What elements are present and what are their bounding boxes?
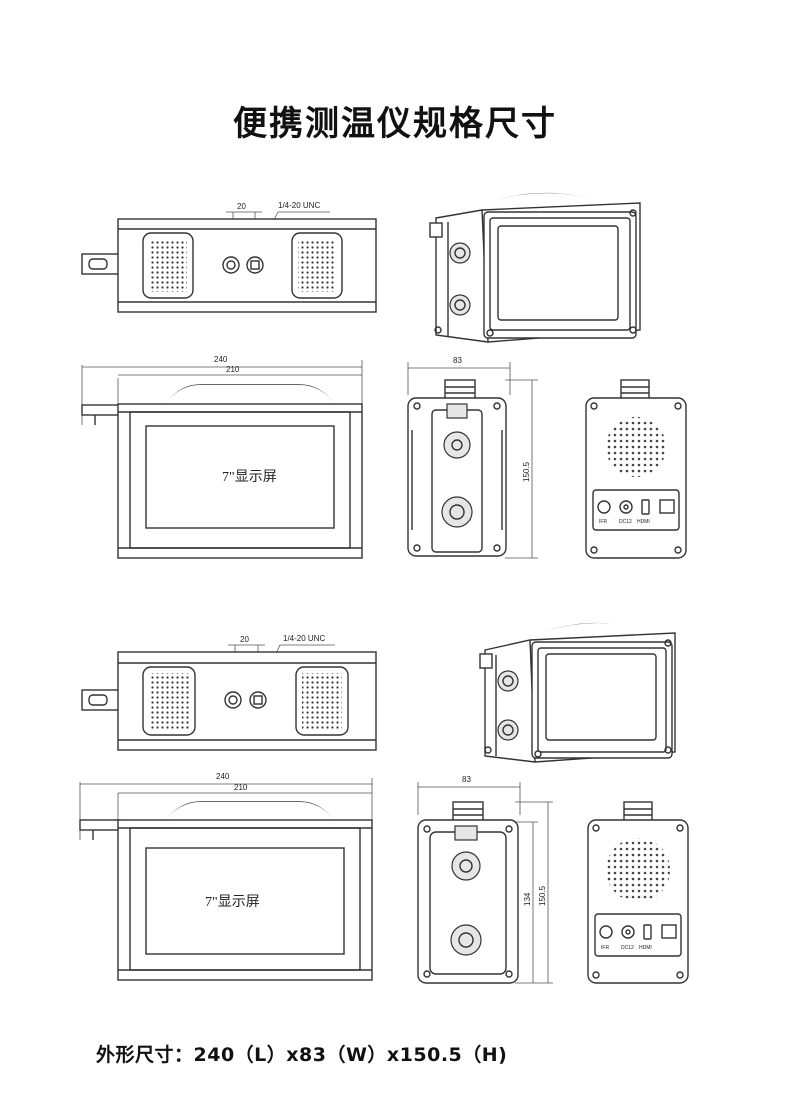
dim-body-length-1: 210 <box>226 365 240 374</box>
screen-label-1: 7"显示屏 <box>222 470 277 485</box>
dim-height-1: 150.5 <box>522 461 531 482</box>
isometric-view-1 <box>429 192 641 343</box>
top-view-2: 20 1/4-20 UNC <box>81 634 377 751</box>
top-view-1: 20 1/4-20 UNC <box>81 201 377 313</box>
dim-width-1: 83 <box>453 356 462 365</box>
dim-thread-1: 1/4-20 UNC <box>278 201 320 210</box>
overall-dimensions-footer: 外形尺寸：240（L）x83（W）x150.5（H) <box>96 1044 508 1066</box>
back-view-1: IFR DC12 HDMI <box>585 379 687 559</box>
port-ifr-1: IFR <box>599 519 607 525</box>
port-ifr-2: IFR <box>601 945 609 951</box>
side-view-1: 83 150.5 <box>407 356 538 559</box>
dim-mount-spacing-2: 20 <box>240 635 249 644</box>
dim-thread-2: 1/4-20 UNC <box>283 634 325 643</box>
front-view-2: 240 210 7"显示屏 <box>79 772 373 981</box>
dim-total-length-2: 240 <box>216 772 230 781</box>
screen-label-2: 7"显示屏 <box>205 895 260 910</box>
dim-body-length-2: 210 <box>234 783 248 792</box>
back-view-2: IFR DC12 HDMI <box>587 801 689 984</box>
port-dc-2: DC12 <box>621 945 634 951</box>
dim-height-2: 150.5 <box>538 885 547 906</box>
port-hdmi-2: HDMI <box>639 945 652 951</box>
dim-mount-spacing-1: 20 <box>237 202 246 211</box>
port-dc-1: DC12 <box>619 519 632 525</box>
isometric-view-2 <box>479 622 676 763</box>
port-hdmi-1: HDMI <box>637 519 650 525</box>
dim-total-length-1: 240 <box>214 355 228 364</box>
dim-inner-height-2: 134 <box>523 892 532 906</box>
dim-width-2: 83 <box>462 775 471 784</box>
front-view-1: 240 210 7"显示屏 <box>81 355 363 559</box>
side-view-2: 83 134 150.5 <box>417 775 553 984</box>
page-title: 便携测温仪规格尺寸 <box>233 104 557 144</box>
